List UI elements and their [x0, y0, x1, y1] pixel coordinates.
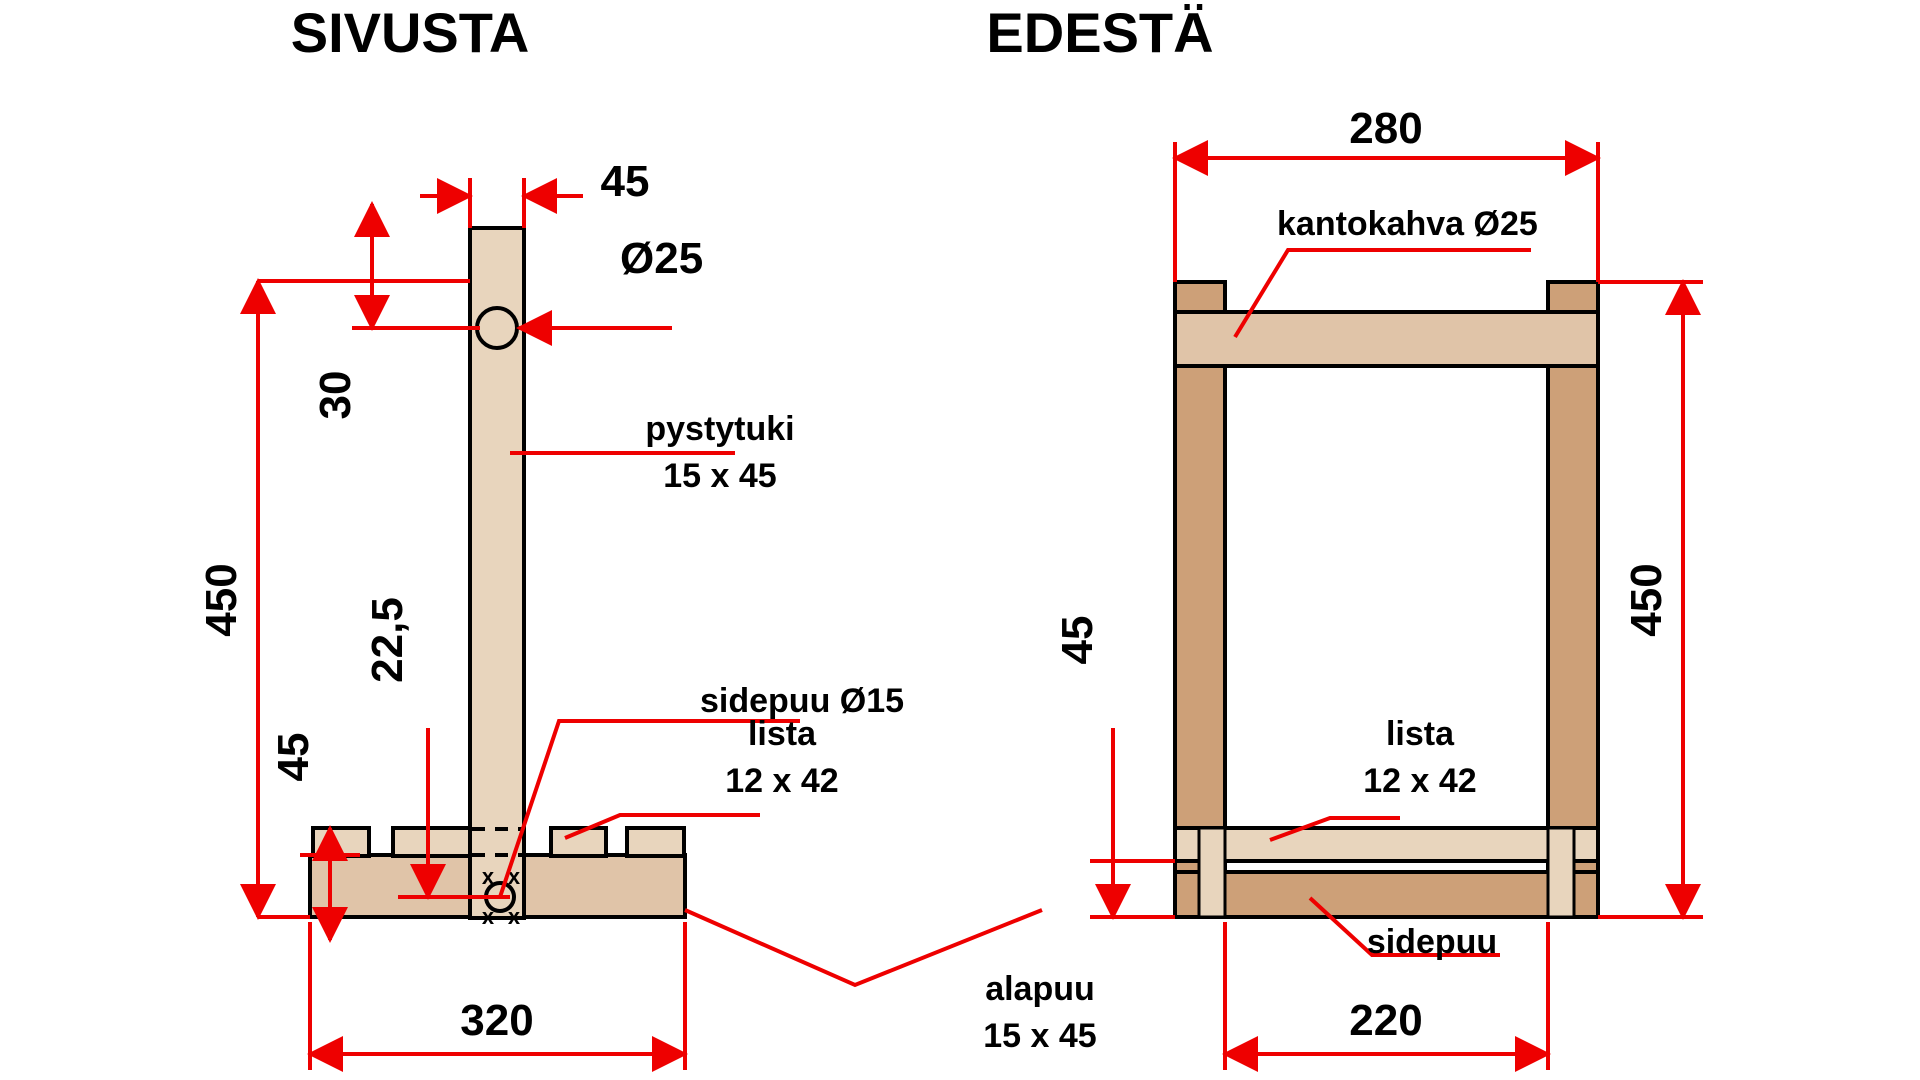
front-view-group: 280 450 45 kantokahva Ø25 lista 12 x 42 … — [1053, 104, 1703, 1072]
dimension-text-220: 220 — [1349, 996, 1422, 1045]
dimension-text-45-front: 45 — [1053, 616, 1102, 665]
annotation-lista-size: 12 x 42 — [725, 762, 838, 800]
title-side-view: SIVUSTA — [291, 1, 530, 64]
annotation-alapuu-size: 15 x 45 — [983, 1017, 1096, 1055]
dimension-text-22-5: 22,5 — [363, 597, 412, 683]
annotation-pystytuki-name: pystytuki — [645, 410, 794, 448]
title-front-view: EDESTÄ — [986, 1, 1213, 64]
joint-mark-x: x — [482, 864, 495, 889]
annotation-lista-name: lista — [748, 715, 817, 753]
dimension-text-450-front: 450 — [1622, 563, 1671, 636]
dimension-text-30: 30 — [311, 371, 360, 420]
front-right-post — [1546, 280, 1600, 919]
lista-slat — [311, 826, 371, 858]
kantokahva-hole — [475, 306, 519, 350]
joint-mark-x: x — [508, 864, 521, 889]
leader-line-kantokahva — [1233, 248, 1531, 339]
lista-slat — [391, 826, 475, 858]
front-lista-board — [1173, 826, 1600, 863]
pystytuki-vertical-post — [468, 226, 526, 920]
annotation-pystytuki-size: 15 x 45 — [663, 457, 776, 495]
front-top-crossbar — [1173, 310, 1600, 368]
dimension-text-450: 450 — [197, 563, 246, 636]
lista-slat — [625, 826, 686, 858]
front-sidepuu-bar — [1173, 870, 1600, 919]
leader-line-lista — [564, 813, 760, 840]
leader-line-sidepuu — [498, 719, 800, 898]
joint-mark-x: x — [508, 904, 521, 929]
annotation-sidepuu-d15: sidepuu Ø15 — [700, 682, 904, 720]
dimension-text-320: 320 — [460, 996, 533, 1045]
annotation-lista-front-name: lista — [1386, 715, 1455, 753]
side-view-group: x x x x 450 45 22,5 30 45 Ø25 — [197, 157, 1097, 1072]
front-left-post — [1173, 280, 1227, 919]
leader-line-lista-front — [1269, 816, 1400, 842]
annotation-hole-d25: Ø25 — [620, 234, 703, 283]
front-left-post-inner-face — [1197, 826, 1227, 919]
dimension-text-45-base: 45 — [269, 733, 318, 782]
annotation-alapuu-name: alapuu — [985, 970, 1095, 1008]
leader-line-alapuu — [684, 908, 1043, 988]
dimension-text-280: 280 — [1349, 104, 1422, 153]
dimension-text-45-post-width: 45 — [601, 157, 650, 206]
annotation-lista-front-size: 12 x 42 — [1363, 762, 1476, 800]
lista-slat — [549, 826, 608, 858]
leader-line-sidepuu-front — [1308, 896, 1500, 957]
annotation-kantokahva: kantokahva Ø25 — [1277, 205, 1538, 243]
front-right-post-inner-face — [1546, 826, 1576, 919]
annotation-sidepuu-front: sidepuu — [1367, 923, 1497, 961]
